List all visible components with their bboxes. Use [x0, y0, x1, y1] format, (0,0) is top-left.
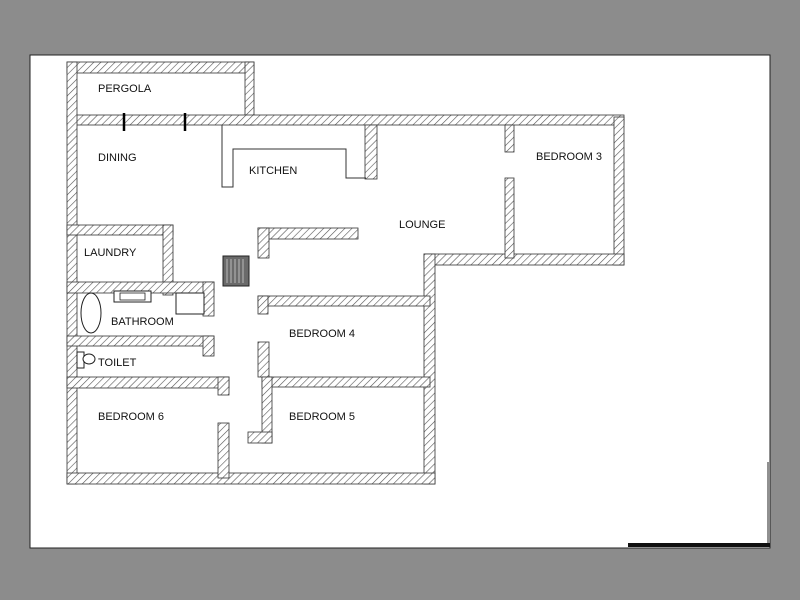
- wall-bathroom-east: [202, 281, 215, 317]
- wall-hall-l-horizontal: [257, 227, 359, 240]
- wall-east-upper: [613, 116, 625, 266]
- label-bedroom-6: BEDROOM 6: [98, 411, 164, 423]
- wall-toilet-door-jamb: [202, 335, 215, 357]
- walls-layer: [66, 61, 625, 485]
- sheet-corner-bar: [628, 543, 770, 547]
- wall-bedroom3-west-top: [504, 124, 515, 153]
- wall-bedroom5-door-sill: [247, 431, 273, 444]
- wall-west: [66, 61, 78, 485]
- label-dining: DINING: [98, 152, 137, 164]
- vanity-basin-icon: [119, 292, 146, 301]
- shower-icon: [175, 292, 205, 315]
- label-bedroom-4: BEDROOM 4: [289, 328, 355, 340]
- wall-bedroom6-east: [217, 422, 230, 479]
- wall-bedroom3-west-bottom: [504, 177, 515, 259]
- wall-hall-l-vertical: [257, 227, 270, 259]
- label-laundry: LAUNDRY: [84, 247, 137, 259]
- wall-laundry-right: [162, 224, 174, 296]
- bathtub-icon: [80, 292, 102, 334]
- kitchen-bench: [221, 125, 366, 188]
- wall-bedroom4-top: [257, 295, 431, 307]
- label-toilet: TOILET: [98, 357, 137, 369]
- wall-east-lower: [423, 253, 436, 485]
- wall-east-step: [423, 253, 625, 266]
- label-lounge: LOUNGE: [399, 219, 445, 231]
- wall-pergola-top: [66, 61, 255, 74]
- wall-pergola-divider: [66, 114, 625, 126]
- stair-unit-icon: [222, 255, 250, 287]
- wall-bedroom4-door-jamb: [257, 295, 269, 315]
- label-pergola: PERGOLA: [98, 83, 152, 95]
- label-bedroom-3: BEDROOM 3: [536, 151, 602, 163]
- wall-south: [66, 472, 436, 485]
- wall-bedroom6-door-top: [217, 376, 230, 396]
- wall-kitchen-stub: [364, 124, 378, 180]
- wall-laundry-top: [66, 224, 174, 236]
- wall-bedroom4-bedroom5: [261, 376, 431, 388]
- toilet-bowl-icon: [82, 353, 96, 365]
- wall-toilet-bedroom6: [66, 376, 230, 389]
- label-bathroom: BATHROOM: [111, 316, 174, 328]
- label-kitchen: KITCHEN: [249, 165, 297, 177]
- label-bedroom-5: BEDROOM 5: [289, 411, 355, 423]
- wall-bedroom5-west-top: [257, 341, 270, 378]
- wall-bathroom-toilet: [66, 335, 215, 347]
- vanity-icon: [113, 290, 152, 303]
